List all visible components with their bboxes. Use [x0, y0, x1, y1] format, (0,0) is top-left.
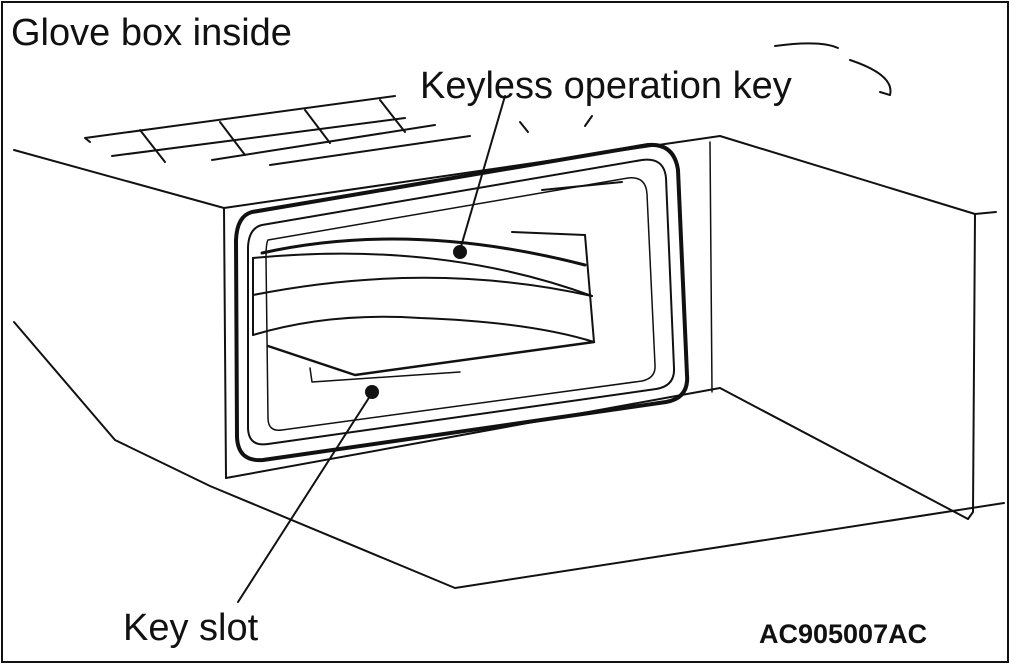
slot-pointer-dot	[365, 385, 379, 399]
figure-id: AC905007AC	[759, 619, 928, 649]
callout-key-slot: Key slot	[123, 607, 259, 649]
top-ribs	[84, 42, 892, 166]
keyless-operation-key	[252, 231, 596, 383]
callout-keyless-operation-key: Keyless operation key	[420, 65, 792, 107]
key-slot-bezel	[234, 142, 690, 463]
key-pointer-dot	[453, 245, 467, 259]
glove-box-housing	[13, 135, 1005, 589]
diagram-title: Glove box inside	[11, 12, 292, 54]
leader-lines	[237, 95, 506, 603]
